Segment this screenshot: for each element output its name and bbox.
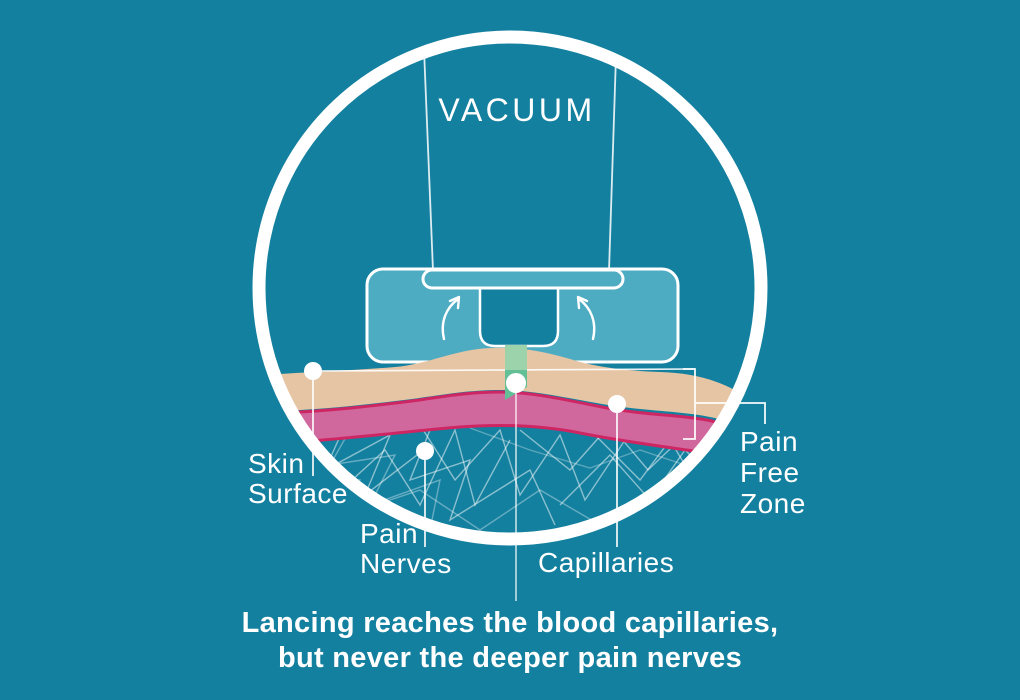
pain-nerves-label: Pain Nerves xyxy=(360,519,452,579)
skin-surface-label-line1: Skin xyxy=(248,448,305,479)
capillaries-label: Capillaries xyxy=(538,547,675,578)
pain-nerves-label-line1: Pain xyxy=(360,518,419,549)
suction-arrow-left xyxy=(441,295,461,341)
pain-free-zone-label-line2: Free xyxy=(740,457,800,488)
marker-dots xyxy=(304,362,626,460)
capillaries-marker-dot xyxy=(608,395,626,413)
vacuum-label: VACUUM xyxy=(438,92,596,128)
skin-surface-label-line2: Surface xyxy=(248,478,348,509)
lancet-housing xyxy=(478,285,560,348)
caption-line2: but never the deeper pain nerves xyxy=(277,642,743,674)
pain-free-zone-bracket xyxy=(683,368,766,440)
pain-free-zone-label-line3: Zone xyxy=(740,488,806,519)
suction-arrow-right xyxy=(576,295,596,341)
pain-free-zone-label-line1: Pain xyxy=(740,426,799,457)
skin-surface-reference-line xyxy=(312,368,696,372)
diagram-circle-ring xyxy=(252,30,768,546)
lancet-puncture-dot xyxy=(506,373,526,393)
caption-text: Lancing reaches the blood capillaries, b… xyxy=(0,606,1020,676)
leader-lines xyxy=(312,380,618,601)
pain-nerves-marker-dot xyxy=(416,442,434,460)
pain-nerves-label-line2: Nerves xyxy=(360,548,452,579)
skin-surface-label: Skin Surface xyxy=(248,449,348,509)
pain-free-zone-label: Pain Free Zone xyxy=(740,426,806,519)
device-top-bar xyxy=(421,268,625,290)
skin-surface-marker-dot xyxy=(304,362,322,380)
caption-line1: Lancing reaches the blood capillaries, xyxy=(241,607,779,639)
vacuum-tube-lines xyxy=(423,48,617,272)
lancet-upper xyxy=(505,345,527,370)
